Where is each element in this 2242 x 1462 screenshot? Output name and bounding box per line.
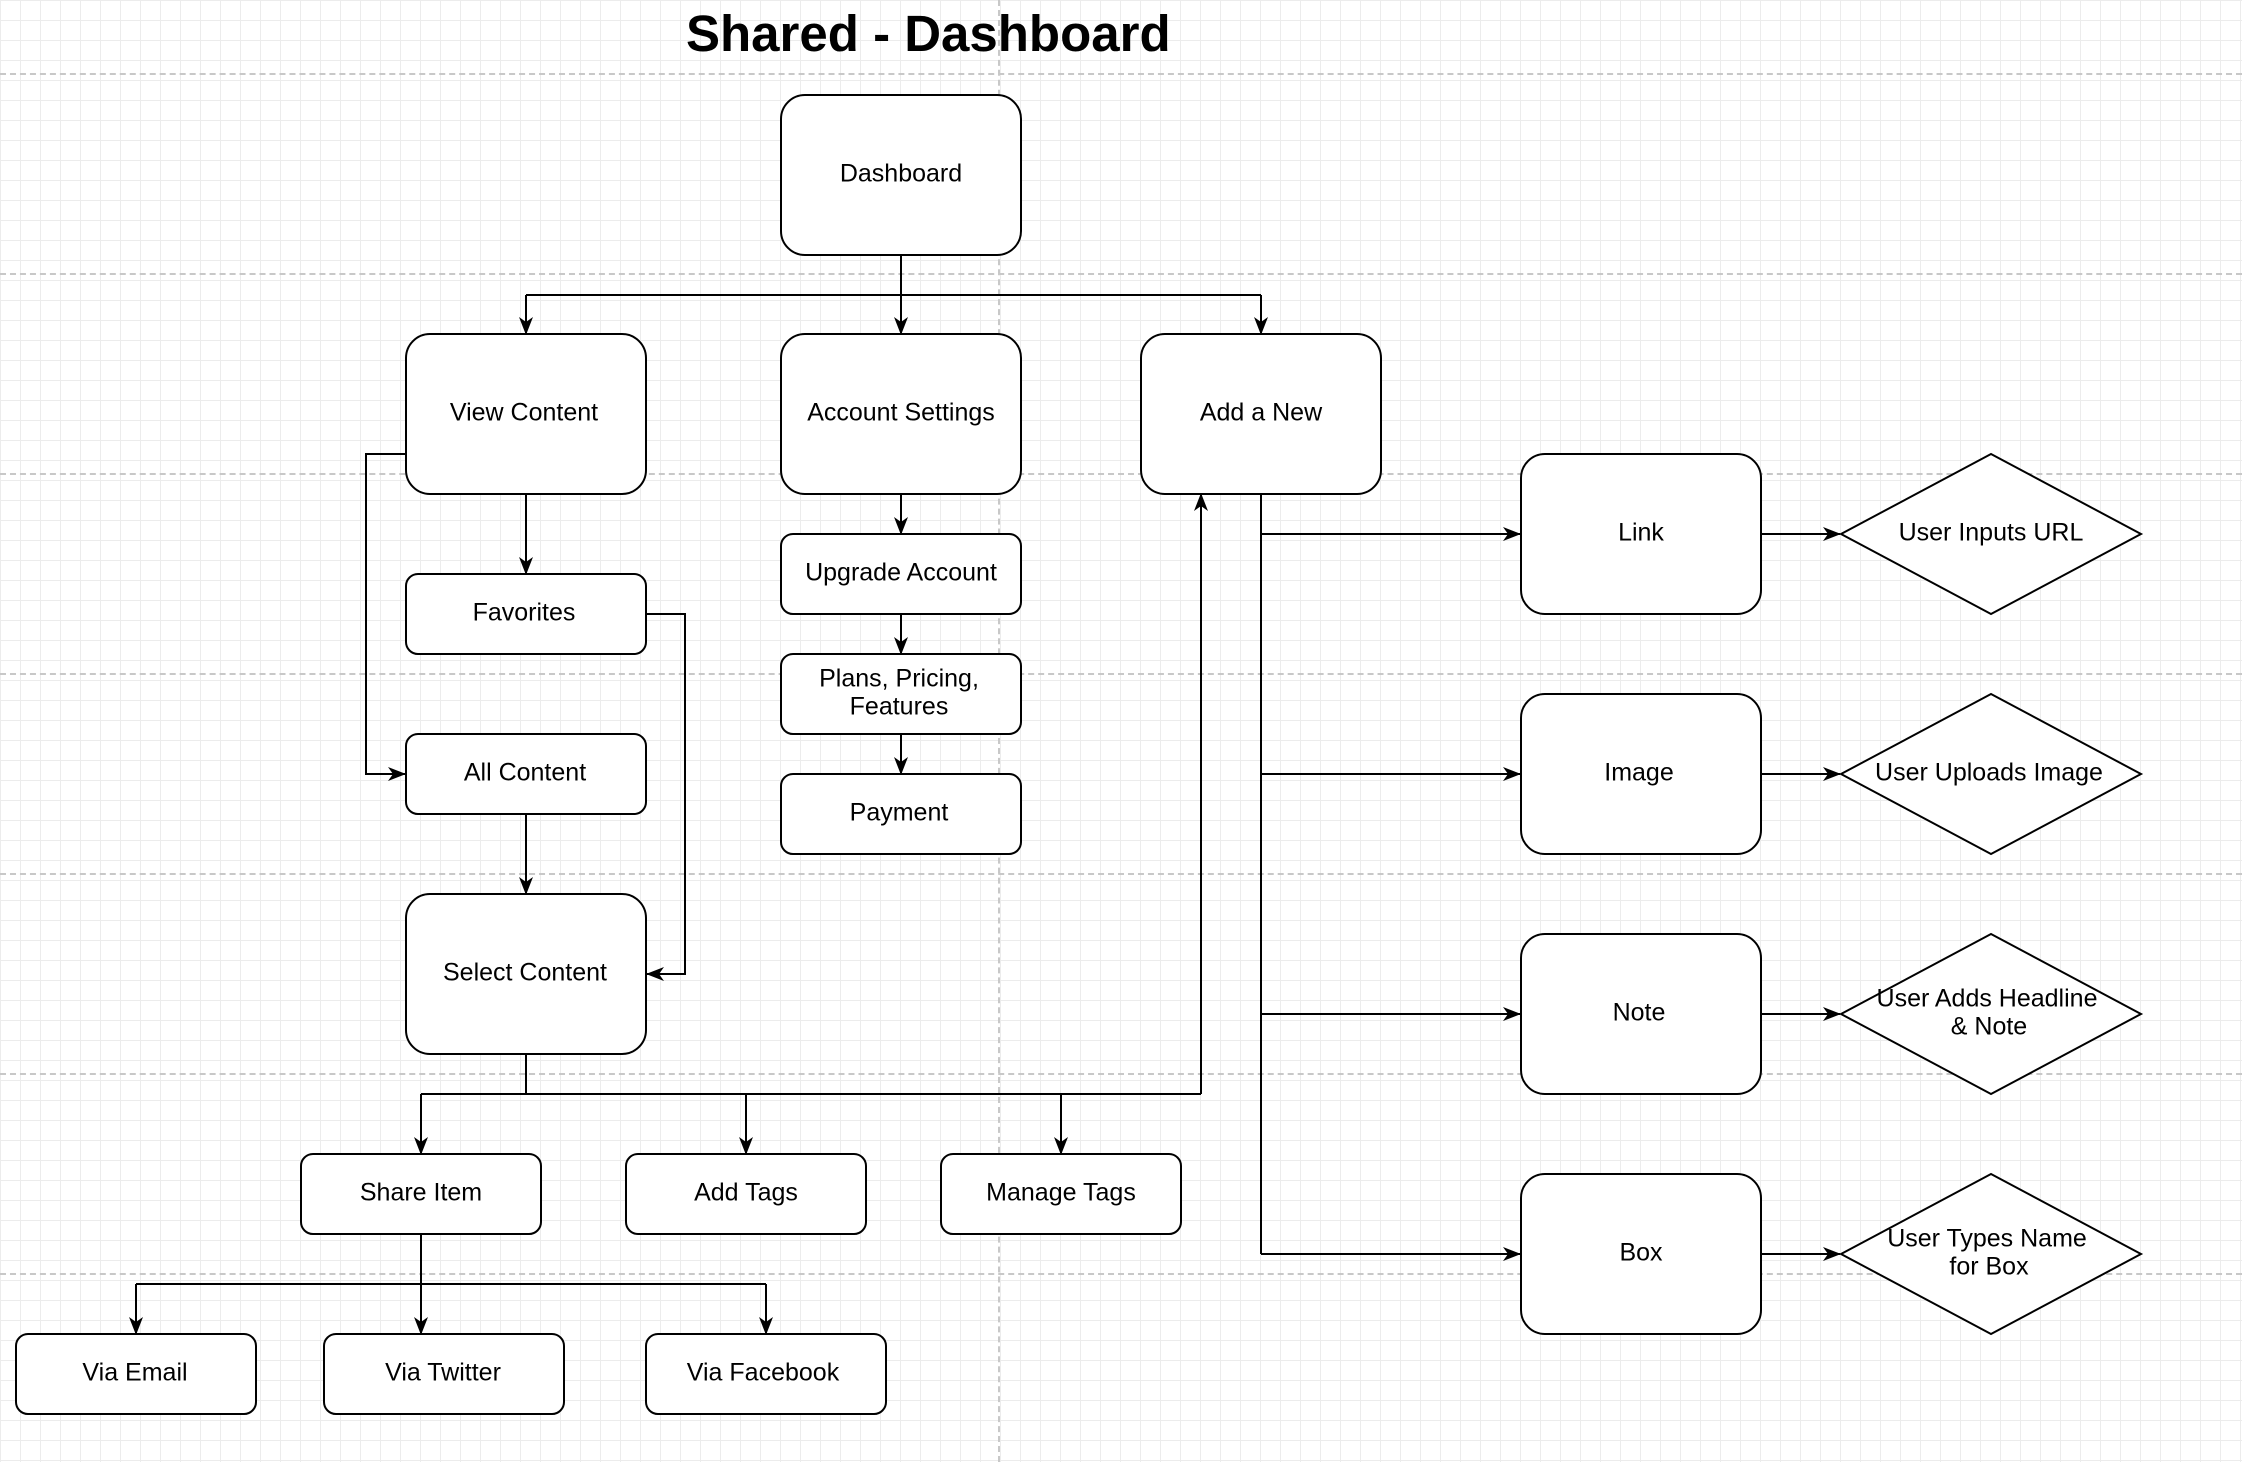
node-upgrade-account[interactable]: Upgrade Account bbox=[780, 533, 1022, 615]
decision-user-uploads-image[interactable]: User Uploads Image bbox=[1838, 692, 2144, 856]
node-share-item[interactable]: Share Item bbox=[300, 1153, 542, 1235]
node-box bbox=[1520, 693, 1762, 855]
page-break-line bbox=[0, 673, 2242, 675]
node-image[interactable]: Image bbox=[1520, 693, 1762, 855]
node-add-tags[interactable]: Add Tags bbox=[625, 1153, 867, 1235]
node-box bbox=[1520, 933, 1762, 1095]
node-label: Features bbox=[850, 693, 949, 721]
node-box-option[interactable]: Box bbox=[1520, 1173, 1762, 1335]
node-note[interactable]: Note bbox=[1520, 933, 1762, 1095]
node-label: Note bbox=[1613, 999, 1666, 1027]
node-favorites[interactable]: Favorites bbox=[405, 573, 647, 655]
node-box bbox=[1520, 453, 1762, 615]
diagram-title: Shared - Dashboard bbox=[686, 5, 1171, 62]
node-box bbox=[780, 653, 1022, 735]
node-box bbox=[780, 533, 1022, 615]
node-label: Image bbox=[1604, 759, 1673, 787]
node-box bbox=[405, 573, 647, 655]
node-link[interactable]: Link bbox=[1520, 453, 1762, 615]
node-add-new[interactable]: Add a New bbox=[1140, 333, 1382, 495]
node-box bbox=[1520, 1173, 1762, 1335]
node-label: User Types Name bbox=[1887, 1225, 2087, 1253]
node-box bbox=[15, 1333, 257, 1415]
node-label: Via Twitter bbox=[385, 1359, 501, 1387]
node-label: Share Item bbox=[360, 1179, 482, 1207]
node-view-content[interactable]: View Content bbox=[405, 333, 647, 495]
page-break-line bbox=[0, 473, 2242, 475]
node-label: User Inputs URL bbox=[1899, 519, 2084, 547]
page-break-line bbox=[0, 873, 2242, 875]
node-box bbox=[323, 1333, 565, 1415]
node-all-content[interactable]: All Content bbox=[405, 733, 647, 815]
node-label: Favorites bbox=[473, 599, 576, 627]
node-box bbox=[300, 1153, 542, 1235]
node-box bbox=[780, 773, 1022, 855]
decision-user-inputs-url[interactable]: User Inputs URL bbox=[1838, 452, 2144, 616]
edge-favorites-to-select-content bbox=[645, 613, 686, 981]
node-label: Via Facebook bbox=[687, 1359, 840, 1387]
node-box bbox=[405, 893, 647, 1055]
edges bbox=[129, 255, 1841, 1335]
node-box bbox=[405, 733, 647, 815]
edge-view-content-to-all-content bbox=[365, 453, 406, 781]
decision-user-types-name[interactable]: User Types Name for Box bbox=[1838, 1172, 2144, 1336]
node-label: for Box bbox=[1949, 1253, 2029, 1281]
node-via-facebook[interactable]: Via Facebook bbox=[645, 1333, 887, 1415]
decision-diamond bbox=[1838, 452, 2144, 616]
node-label: Link bbox=[1618, 519, 1664, 547]
node-box bbox=[1140, 333, 1382, 495]
node-label: & Note bbox=[1951, 1013, 2027, 1041]
node-label: Box bbox=[1619, 1239, 1663, 1267]
node-box bbox=[645, 1333, 887, 1415]
page-break-line bbox=[0, 1073, 2242, 1075]
node-manage-tags[interactable]: Manage Tags bbox=[940, 1153, 1182, 1235]
node-select-content[interactable]: Select Content bbox=[405, 893, 647, 1055]
node-label: Manage Tags bbox=[986, 1179, 1136, 1207]
node-box bbox=[780, 94, 1022, 256]
node-account-settings[interactable]: Account Settings bbox=[780, 333, 1022, 495]
node-label: Payment bbox=[850, 799, 949, 827]
node-label: View Content bbox=[450, 399, 598, 427]
decision-diamond bbox=[1838, 932, 2144, 1096]
node-plans-pricing-features[interactable]: Plans, Pricing, Features bbox=[780, 653, 1022, 735]
page-break-line bbox=[0, 73, 2242, 75]
node-box bbox=[940, 1153, 1182, 1235]
node-label: Select Content bbox=[443, 959, 607, 987]
node-label: User Adds Headline bbox=[1877, 985, 2098, 1013]
node-label: Via Email bbox=[82, 1359, 187, 1387]
node-box bbox=[405, 333, 647, 495]
node-box bbox=[625, 1153, 867, 1235]
node-label: Dashboard bbox=[840, 160, 962, 188]
node-box bbox=[780, 333, 1022, 495]
node-payment[interactable]: Payment bbox=[780, 773, 1022, 855]
node-label: User Uploads Image bbox=[1875, 759, 2103, 787]
node-label: Plans, Pricing, bbox=[819, 665, 979, 693]
node-label: Add a New bbox=[1200, 399, 1323, 427]
decision-diamond bbox=[1838, 692, 2144, 856]
node-label: Add Tags bbox=[694, 1179, 798, 1207]
node-via-email[interactable]: Via Email bbox=[15, 1333, 257, 1415]
page-break-line bbox=[0, 1273, 2242, 1275]
node-label: Upgrade Account bbox=[805, 559, 997, 587]
decision-user-adds-headline[interactable]: User Adds Headline & Note bbox=[1838, 932, 2144, 1096]
decision-diamond bbox=[1838, 1172, 2144, 1336]
node-via-twitter[interactable]: Via Twitter bbox=[323, 1333, 565, 1415]
node-label: All Content bbox=[464, 759, 586, 787]
node-dashboard[interactable]: Dashboard bbox=[780, 94, 1022, 256]
page-break-line bbox=[0, 273, 2242, 275]
node-label: Account Settings bbox=[807, 399, 995, 427]
